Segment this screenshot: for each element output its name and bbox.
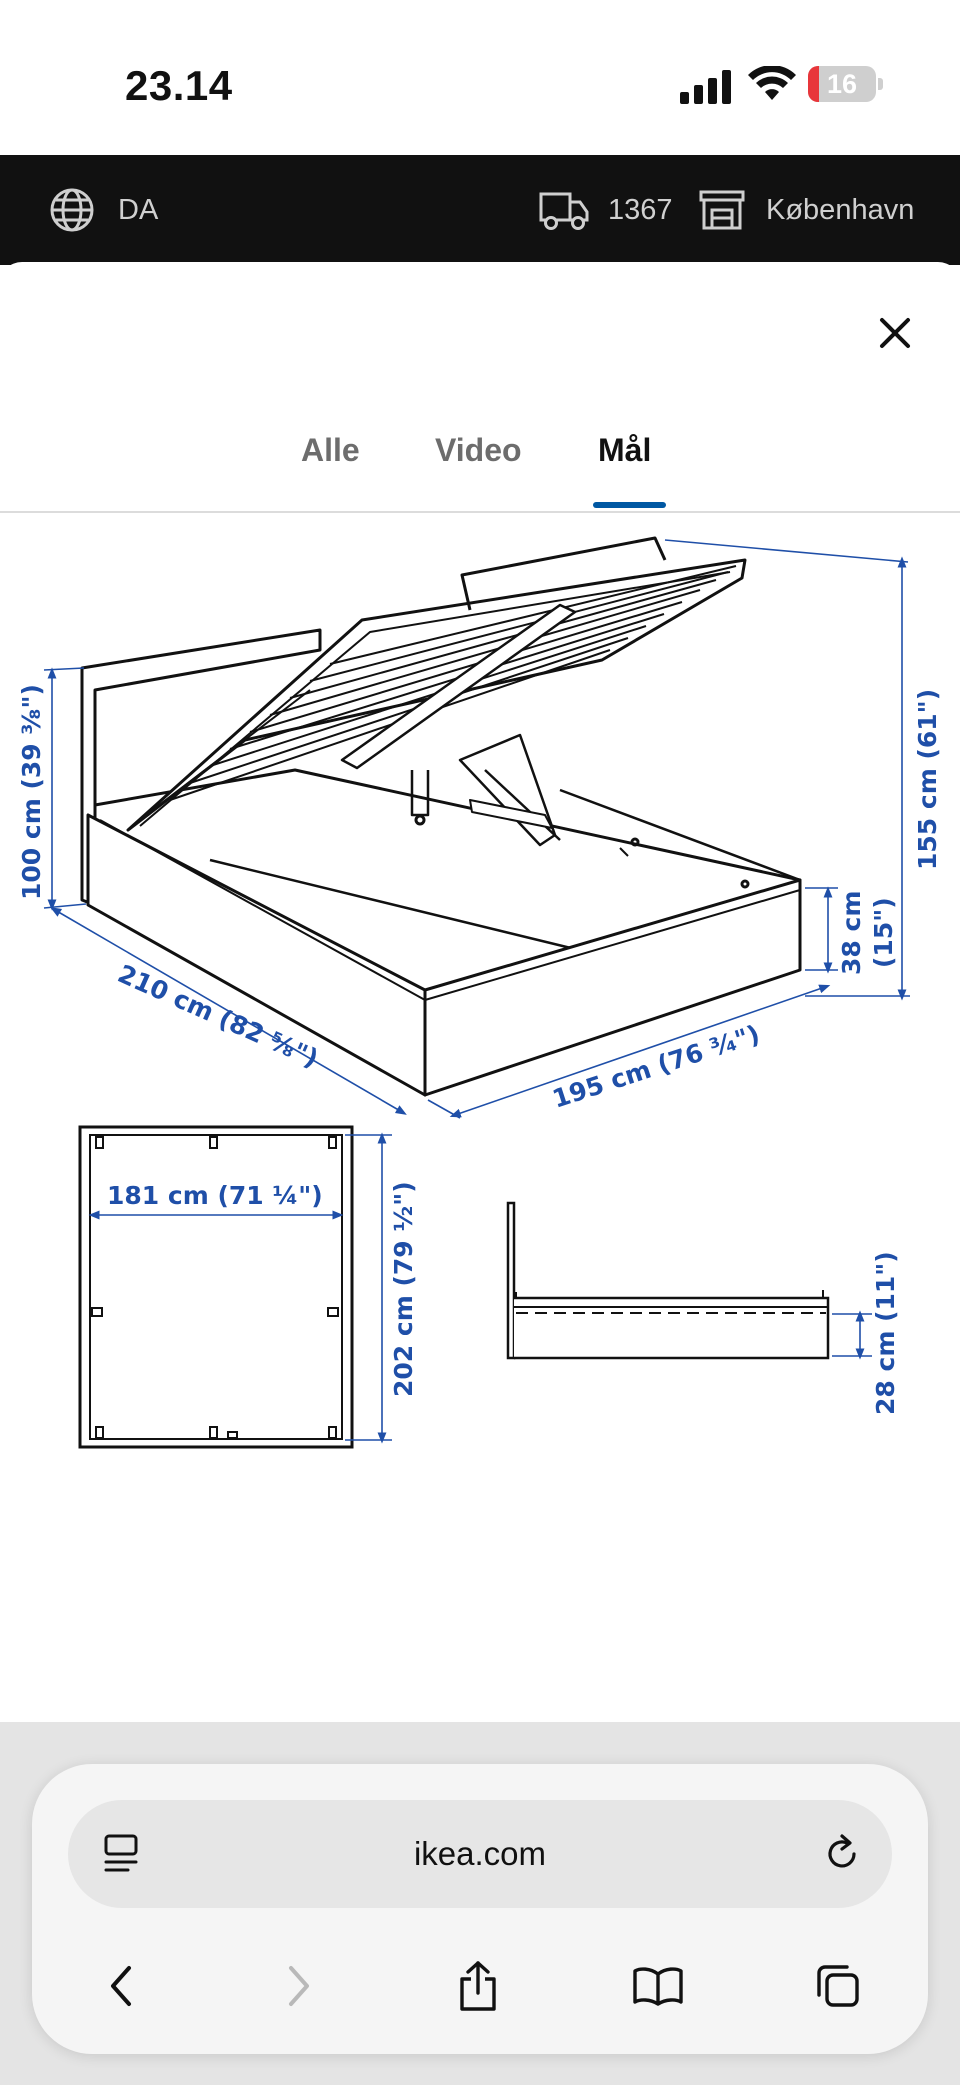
- dimension-lines-3d: [43, 539, 910, 1119]
- delivery-postcode: 1367: [608, 193, 673, 226]
- floor-clearance-label: 28 cm (11"): [871, 1251, 900, 1415]
- url-text: ikea.com: [413, 1835, 547, 1872]
- store-header: DA 1367 København: [0, 155, 960, 265]
- book-icon: [633, 1967, 683, 2006]
- dimension-lines-side-view: [832, 1310, 872, 1360]
- media-tabs: Alle Video Mål: [0, 432, 960, 512]
- battery-icon: 16: [808, 66, 883, 102]
- dimension-drawing[interactable]: 100 cm (39 ³⁄₈") 155 cm (61") 38 cm (15"…: [0, 520, 960, 1720]
- store-name: København: [766, 193, 915, 226]
- battery-percentage: 16: [826, 69, 858, 99]
- chevron-right-icon: [289, 1966, 309, 2006]
- total-height-label: 155 cm (61"): [913, 689, 942, 870]
- status-time: 23.14: [125, 62, 233, 109]
- tabs-divider: [0, 511, 960, 513]
- headboard-height-label: 100 cm (39 ³⁄₈"): [17, 684, 46, 900]
- tabs-button[interactable]: [808, 1956, 868, 2016]
- bed-top-view: [78, 1125, 354, 1449]
- back-button[interactable]: [90, 1956, 150, 2016]
- bookmarks-button[interactable]: [628, 1956, 688, 2016]
- store-selector[interactable]: København: [698, 155, 914, 265]
- reload-icon[interactable]: [820, 1832, 864, 1876]
- address-bar[interactable]: ikea.com: [68, 1800, 892, 1908]
- status-bar: 23.14 16: [0, 0, 960, 155]
- media-modal: Alle Video Mål: [0, 262, 960, 1722]
- tabs-icon: [817, 1965, 859, 2007]
- share-icon: [460, 1961, 496, 2011]
- tab-alle[interactable]: Alle: [301, 432, 360, 468]
- store-icon: [699, 190, 745, 230]
- delivery-truck-icon: [539, 192, 589, 230]
- tab-video[interactable]: Video: [435, 432, 522, 468]
- inner-width-label: 181 cm (71 ¼"): [107, 1181, 323, 1210]
- battery-level-fill: [808, 66, 819, 102]
- browser-chrome: ikea.com: [0, 1722, 960, 2085]
- active-tab-indicator: [593, 502, 666, 508]
- language-label: DA: [118, 193, 159, 226]
- wifi-icon: [748, 66, 796, 100]
- forward-button[interactable]: [270, 1956, 330, 2016]
- cellular-signal-icon: [680, 70, 731, 104]
- chevron-left-icon: [111, 1966, 131, 2006]
- close-icon[interactable]: [872, 310, 918, 356]
- bed-dimension-svg: 100 cm (39 ³⁄₈") 155 cm (61") 38 cm (15"…: [17, 536, 942, 1449]
- globe-icon: [50, 188, 94, 232]
- dimension-lines-top-view: [88, 1132, 392, 1444]
- delivery-postcode-button[interactable]: 1367: [538, 155, 673, 265]
- reader-mode-icon[interactable]: [102, 1832, 142, 1876]
- language-selector[interactable]: DA: [48, 155, 158, 265]
- browser-toolbar: ikea.com: [32, 1764, 928, 2054]
- tab-maal[interactable]: Mål: [598, 432, 652, 468]
- frame-height-cm-label: 38 cm: [837, 891, 866, 975]
- share-button[interactable]: [448, 1956, 508, 2016]
- frame-height-in-label: (15"): [869, 897, 898, 968]
- bed-side-view: [506, 1201, 830, 1360]
- inner-length-label: 202 cm (79 ½"): [389, 1181, 418, 1397]
